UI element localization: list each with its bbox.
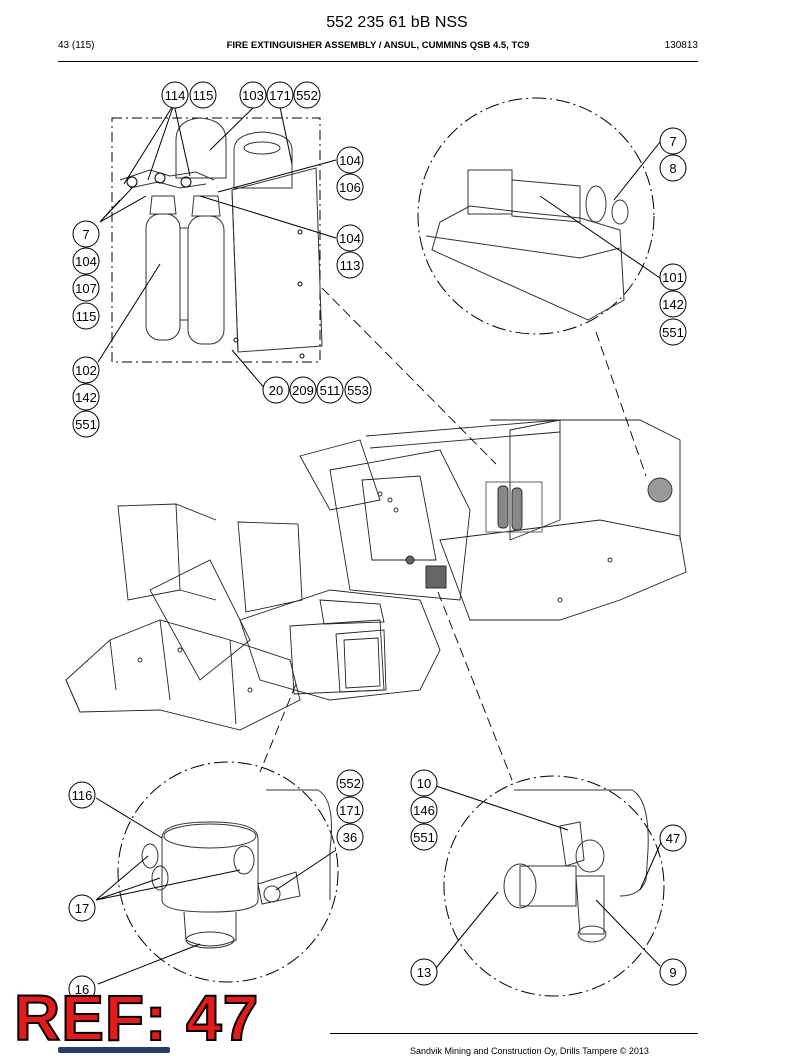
header-rule — [58, 61, 698, 62]
svg-text:551: 551 — [662, 325, 684, 340]
callout-171: 171 — [266, 81, 294, 109]
callout-115: 115 — [72, 302, 100, 330]
callout-146: 146 — [410, 796, 438, 824]
callout-171: 171 — [336, 796, 364, 824]
svg-text:116: 116 — [72, 788, 93, 803]
svg-text:7: 7 — [82, 227, 89, 242]
detail-extinguisher-bottles — [97, 103, 337, 391]
callout-101: 101 — [659, 263, 687, 291]
svg-text:7: 7 — [669, 134, 676, 149]
callout-106: 106 — [336, 173, 364, 201]
callout-104: 104 — [72, 247, 100, 275]
main-machine-view — [65, 419, 687, 731]
callout-16: 16 — [68, 975, 96, 1003]
callout-103: 103 — [239, 81, 267, 109]
callout-7: 7 — [72, 220, 100, 248]
callout-13: 13 — [410, 958, 438, 986]
callout-551: 551 — [410, 823, 438, 851]
svg-text:115: 115 — [193, 88, 214, 103]
date-code: 130813 — [664, 40, 698, 51]
svg-text:8: 8 — [669, 161, 676, 176]
svg-text:511: 511 — [320, 383, 341, 398]
svg-text:16: 16 — [75, 982, 89, 997]
svg-text:113: 113 — [340, 258, 361, 273]
company-logo — [58, 1047, 170, 1053]
callout-9: 9 — [659, 958, 687, 986]
callout-17: 17 — [68, 894, 96, 922]
svg-text:114: 114 — [165, 88, 186, 103]
svg-text:106: 106 — [339, 180, 361, 195]
callout-116: 116 — [68, 781, 96, 809]
svg-text:101: 101 — [662, 270, 684, 285]
callout-115: 115 — [189, 81, 217, 109]
callout-107: 107 — [72, 274, 100, 302]
reference-stamp: REF: 47 — [13, 982, 260, 1054]
callout-47: 47 — [659, 824, 687, 852]
svg-text:552: 552 — [339, 776, 361, 791]
footer-copyright: Sandvik Mining and Construction Oy, Dril… — [410, 1046, 649, 1056]
svg-text:102: 102 — [75, 363, 97, 378]
svg-text:36: 36 — [343, 830, 357, 845]
callout-102: 102 — [72, 356, 100, 384]
callout-209: 209 — [289, 376, 317, 404]
detail-upper-right — [417, 97, 661, 335]
svg-text:107: 107 — [75, 281, 97, 296]
callout-8: 8 — [659, 154, 687, 182]
svg-text:104: 104 — [75, 254, 97, 269]
svg-text:13: 13 — [417, 965, 431, 980]
svg-text:551: 551 — [75, 417, 97, 432]
callout-511: 511 — [316, 376, 344, 404]
svg-text:553: 553 — [347, 383, 369, 398]
svg-text:103: 103 — [242, 88, 264, 103]
svg-text:10: 10 — [417, 776, 431, 791]
svg-text:142: 142 — [662, 297, 684, 312]
callout-7: 7 — [659, 127, 687, 155]
svg-text:146: 146 — [413, 803, 435, 818]
header-row: 43 (115) FIRE EXTINGUISHER ASSEMBLY / AN… — [58, 40, 698, 56]
svg-text:104: 104 — [339, 153, 361, 168]
detail-lower-left — [95, 761, 339, 985]
svg-text:171: 171 — [339, 803, 361, 818]
svg-text:209: 209 — [292, 383, 314, 398]
callout-552: 552 — [293, 81, 321, 109]
svg-text:171: 171 — [269, 88, 291, 103]
document-title: FIRE EXTINGUISHER ASSEMBLY / ANSUL, CUMM… — [226, 40, 530, 51]
document-number: 552 235 61 bB NSS — [326, 14, 468, 31]
svg-text:104: 104 — [339, 231, 361, 246]
detail-connector-lines — [259, 287, 647, 781]
svg-text:9: 9 — [669, 965, 676, 980]
svg-text:115: 115 — [76, 309, 97, 324]
footer-rule — [330, 1033, 698, 1034]
callout-20: 20 — [262, 376, 290, 404]
svg-text:551: 551 — [413, 830, 435, 845]
svg-text:142: 142 — [75, 390, 97, 405]
callout-552: 552 — [336, 769, 364, 797]
svg-text:17: 17 — [75, 901, 89, 916]
svg-text:20: 20 — [269, 383, 283, 398]
callout-553: 553 — [344, 376, 372, 404]
callout-113: 113 — [336, 251, 364, 279]
callout-551: 551 — [72, 410, 100, 438]
callout-142: 142 — [72, 383, 100, 411]
callouts: 114 115 103 171 552 104 106 104 113 7 10… — [68, 81, 687, 1003]
callout-551: 551 — [659, 318, 687, 346]
callout-104: 104 — [336, 146, 364, 174]
callout-10: 10 — [410, 769, 438, 797]
svg-text:552: 552 — [296, 88, 318, 103]
callout-142: 142 — [659, 290, 687, 318]
callout-114: 114 — [161, 81, 189, 109]
svg-text:47: 47 — [666, 831, 680, 846]
detail-lower-right — [435, 775, 665, 997]
callout-36: 36 — [336, 823, 364, 851]
callout-104: 104 — [336, 224, 364, 252]
page-info: 43 (115) — [58, 40, 95, 51]
